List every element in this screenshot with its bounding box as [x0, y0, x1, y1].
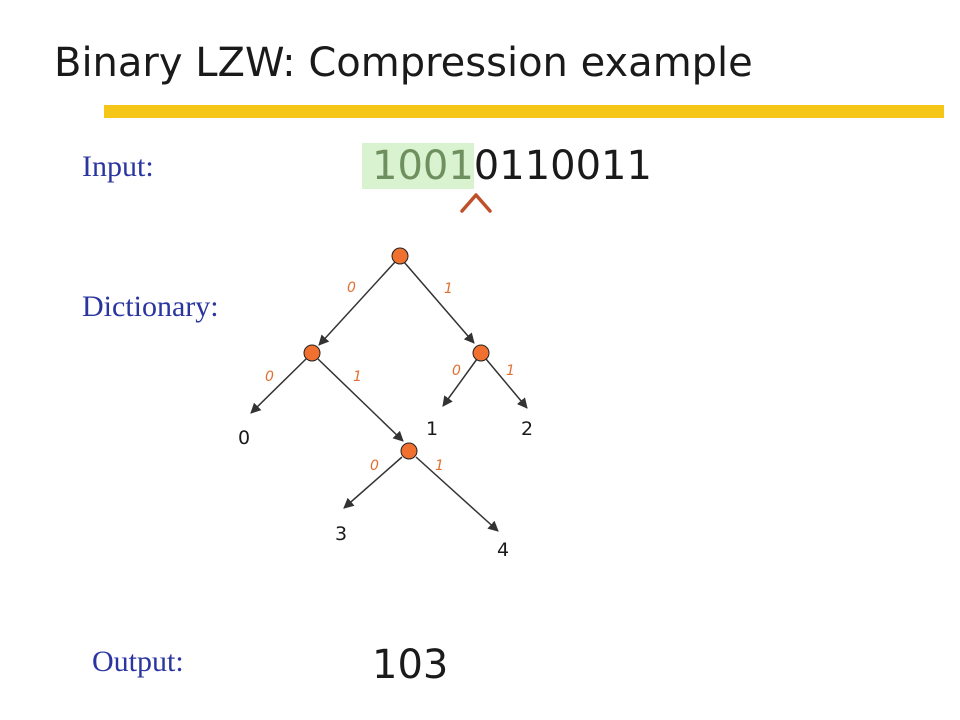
input-pointer-caret — [460, 193, 492, 213]
edge-label-r-left: 0 — [452, 363, 461, 379]
edge-label-lr-right: 1 — [435, 458, 444, 474]
leaf-code-2: 2 — [521, 418, 533, 440]
edge-label-lr-left: 0 — [370, 458, 379, 474]
edge-label-l-right: 1 — [353, 369, 362, 385]
leaf-code-0: 0 — [238, 427, 250, 449]
leaf-code-1: 1 — [426, 418, 438, 440]
leaf-code-3: 3 — [335, 523, 347, 545]
output-label: Output: — [92, 645, 184, 678]
edge-lr-left — [343, 456, 403, 509]
edge-root-left — [318, 261, 396, 346]
edge-root-right — [403, 261, 475, 344]
edge-r-left — [442, 358, 478, 407]
edge-label-l-left: 0 — [265, 369, 274, 385]
input-consumed-bits: 1001 — [362, 143, 474, 189]
input-label: Input: — [82, 150, 154, 183]
input-bit-string: 10010110011 — [362, 143, 652, 189]
slide-title: Binary LZW: Compression example — [54, 40, 753, 86]
tree-node-root — [391, 247, 409, 265]
edge-l-right — [317, 358, 404, 442]
edge-l-left — [250, 357, 308, 414]
tree-node-right — [472, 344, 490, 362]
edge-r-right — [485, 358, 528, 409]
title-underline-bar — [104, 105, 944, 118]
edge-label-root-left: 0 — [347, 280, 356, 296]
edge-label-r-right: 1 — [506, 363, 515, 379]
tree-node-left-right — [400, 442, 418, 460]
edge-lr-right — [415, 456, 499, 532]
dictionary-label: Dictionary: — [82, 290, 219, 323]
input-remaining-bits: 0110011 — [473, 143, 652, 189]
leaf-code-4: 4 — [497, 539, 509, 561]
output-value: 103 — [372, 642, 449, 688]
edge-label-root-right: 1 — [444, 281, 453, 297]
tree-node-left — [303, 344, 321, 362]
